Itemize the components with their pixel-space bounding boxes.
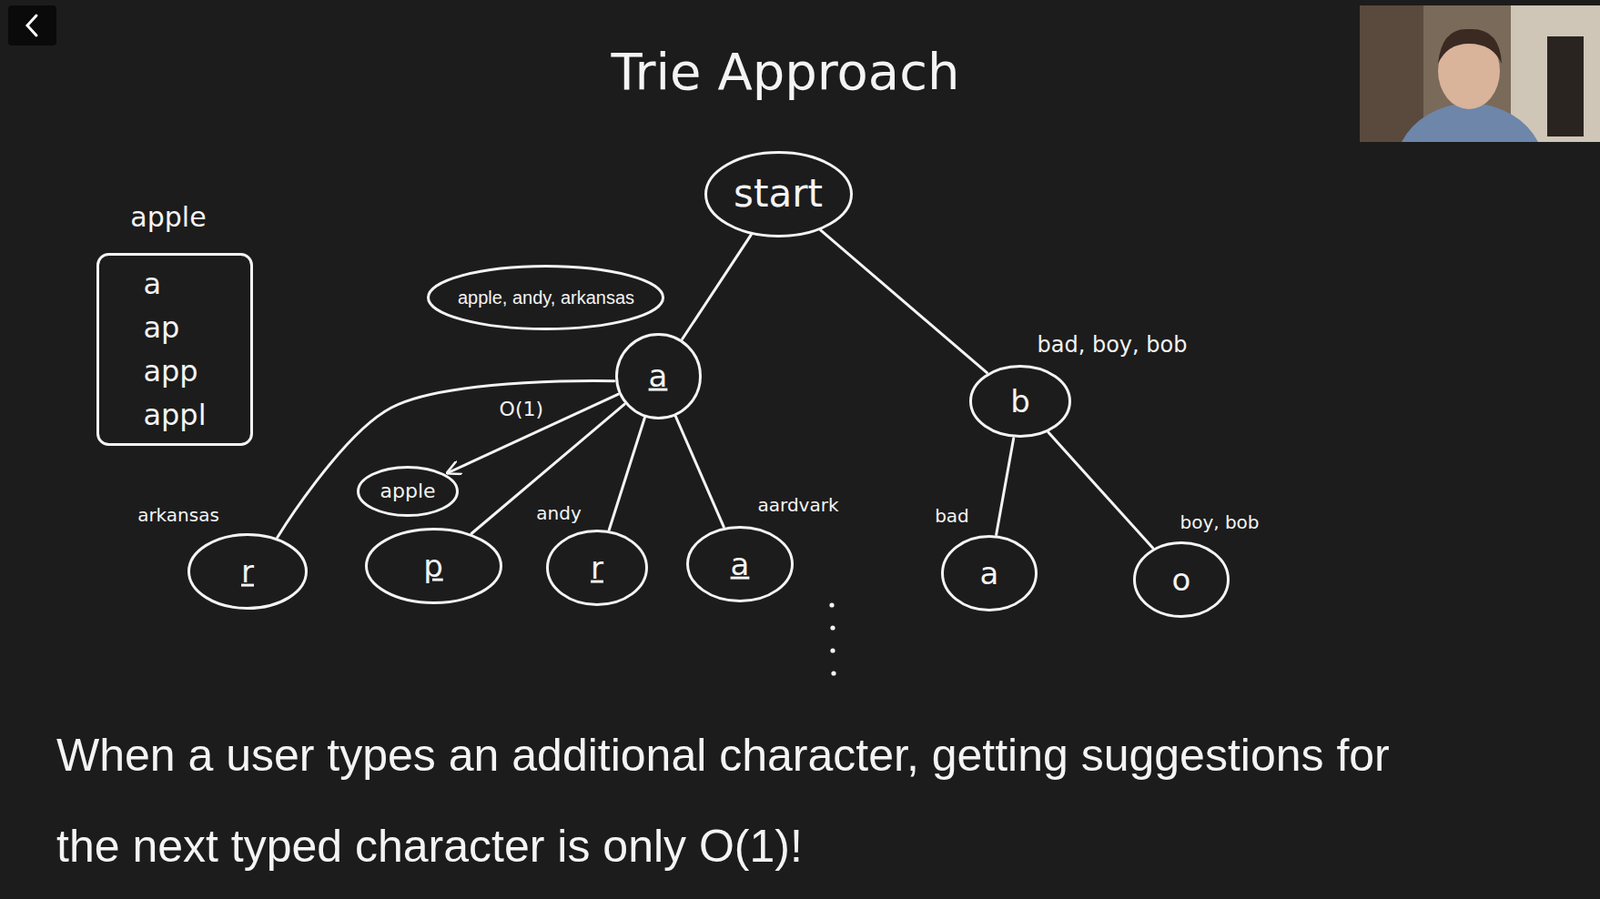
trie-node: a <box>615 333 702 420</box>
trie-node: bbad, boy, bob <box>969 364 1072 438</box>
webcam-thumbnail <box>1359 5 1600 142</box>
edge-label: O(1) <box>496 396 547 422</box>
caption: When a user types an additional characte… <box>56 709 1440 892</box>
webcam-hair <box>1437 29 1502 64</box>
node-heading: boy, bob <box>1179 511 1259 534</box>
ellipse-border <box>358 467 458 517</box>
trie-node: p <box>364 527 503 605</box>
node-body: a <box>648 357 669 395</box>
node-body: r <box>590 549 604 588</box>
trie-edge <box>682 234 751 339</box>
arrow <box>447 394 618 473</box>
webcam-wall <box>1359 5 1424 142</box>
ellipse-border <box>971 366 1071 437</box>
node-body: r <box>241 553 254 591</box>
node-letter: b <box>1010 383 1031 421</box>
trie-edge <box>820 230 988 374</box>
node-body: apple <box>379 479 436 504</box>
trie-edge <box>1048 432 1153 548</box>
trie-node: abad <box>941 535 1038 612</box>
dot <box>830 625 835 630</box>
node-letter: o <box>1172 561 1192 599</box>
trie-edge <box>471 404 625 534</box>
ellipse-border <box>189 535 307 609</box>
prefix-item: app <box>142 349 198 394</box>
node-heading: bad <box>934 505 970 527</box>
dot <box>829 602 834 608</box>
node-body: a <box>980 555 1000 593</box>
node-body: start <box>733 171 823 217</box>
webcam-background <box>1359 5 1600 142</box>
node-letter: p <box>423 547 444 586</box>
node-body: b <box>1010 383 1031 421</box>
ellipse-border <box>942 536 1037 611</box>
node-heading: bad, boy, bob <box>1037 332 1188 358</box>
node-body: apple, andy, arkansas <box>457 286 635 309</box>
node-letter: apple <box>379 479 436 504</box>
box-border <box>98 254 253 446</box>
trie-edge <box>675 415 724 527</box>
ellipse-border <box>705 151 851 236</box>
ellipsis-dots <box>829 602 836 676</box>
node-letter: a <box>648 357 669 395</box>
dot <box>830 670 836 676</box>
node-body: aapappappl <box>142 262 206 437</box>
node-letter: apple, andy, arkansas <box>457 286 635 309</box>
node-letter: start <box>733 171 823 217</box>
webcam-window <box>1510 5 1600 142</box>
ellipse-border <box>365 529 501 604</box>
node-heading: andy <box>536 502 581 525</box>
node-body: a <box>730 546 750 584</box>
ellipse-border <box>428 266 664 330</box>
node-heading: aardvark <box>758 494 840 517</box>
prefix-item: a <box>142 262 162 306</box>
node-heading: apple <box>130 201 206 233</box>
ellipse-border <box>547 531 648 606</box>
node-letter: a <box>980 555 1000 593</box>
prefix-item: ap <box>142 305 180 350</box>
dot <box>830 648 835 653</box>
ellipse-border <box>688 527 793 602</box>
node-body: o <box>1172 561 1192 599</box>
trie-node: randy <box>546 529 649 607</box>
prefix-box: aapappapplapple <box>96 253 254 446</box>
trie-node: apple, andy, arkansas <box>426 264 665 331</box>
trie-edge <box>608 417 645 530</box>
trie-edge <box>996 438 1014 536</box>
node-letter: r <box>241 553 254 591</box>
ellipse-border <box>616 334 700 418</box>
trie-node: aaardvark <box>686 526 794 603</box>
node-body: p <box>423 547 444 586</box>
webcam-figure <box>1547 36 1584 137</box>
node-letter: a <box>730 546 750 584</box>
trie-node: rarkansas <box>187 533 308 610</box>
prefix-item: appl <box>142 393 206 437</box>
title: Trie Approach <box>611 41 961 102</box>
ellipse-border <box>1134 543 1229 618</box>
trie-edge <box>277 381 615 538</box>
trie-node: start <box>704 151 853 238</box>
back-button <box>8 5 57 46</box>
back-chevron <box>27 15 37 36</box>
trie-node: oboy, bob <box>1133 541 1230 618</box>
node-letter: r <box>590 549 604 588</box>
node-heading: arkansas <box>137 504 220 527</box>
trie-node: apple <box>356 465 459 517</box>
